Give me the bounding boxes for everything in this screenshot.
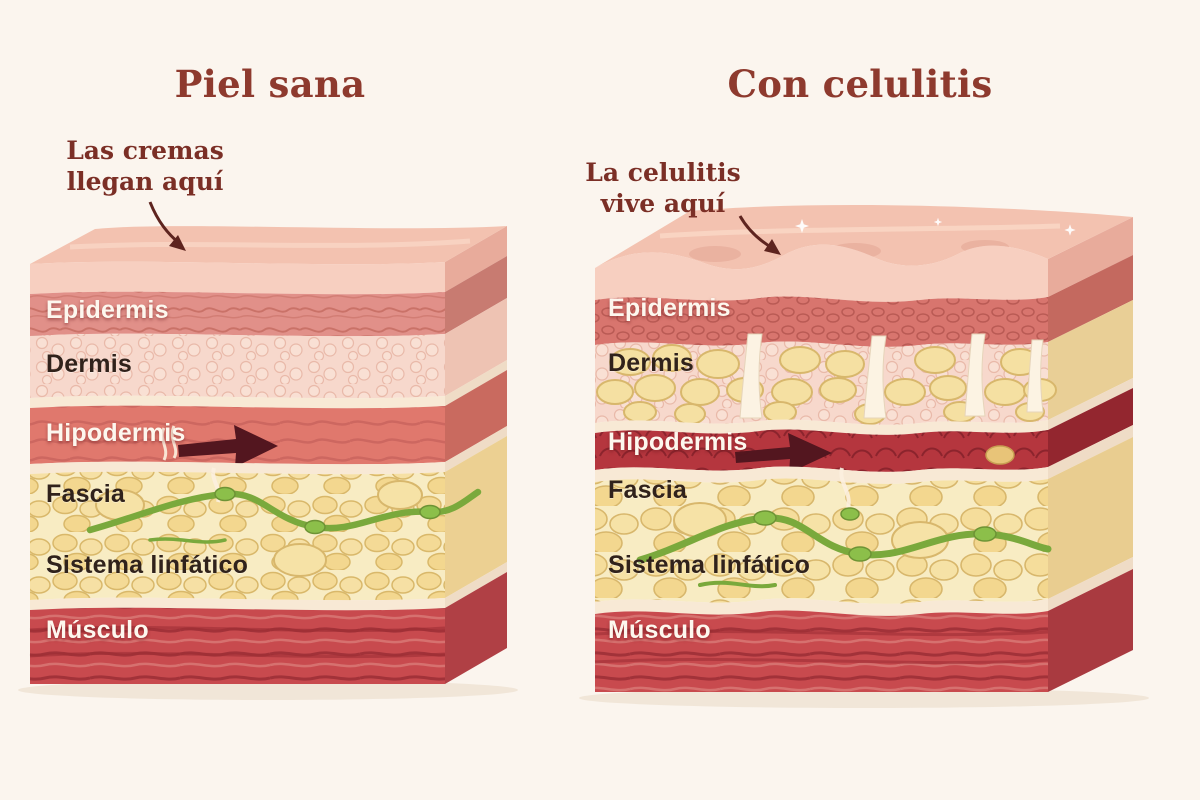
healthy-annotation-pointer-icon — [148, 201, 186, 251]
healthy-muscle-layer — [29, 607, 446, 684]
healthy-layer-label-fascia: Fascia — [46, 480, 126, 508]
healthy-annotation: Las cremas llegan aquí — [45, 136, 245, 197]
cellulite-annotation-pointer-icon — [738, 215, 781, 255]
healthy-upper-epidermis-layer — [30, 261, 445, 295]
cellulite-layer-label-epidermis: Epidermis — [608, 294, 731, 322]
cellulite-upper-epidermis-layer — [595, 244, 1048, 302]
cellulite-layer-label-dermis: Dermis — [608, 349, 694, 377]
healthy-dermis-layer — [30, 333, 445, 399]
healthy-skin-surface — [30, 226, 507, 265]
cellulite-panel-title: Con celulitis — [727, 62, 993, 106]
fibrous-septa — [739, 333, 1044, 419]
healthy-annotation-line2: llegan aquí — [66, 166, 224, 196]
cellulite-depth-arrow-icon — [735, 433, 832, 473]
cellulite-layer-label-sistema-linfatico: Sistema linfático — [608, 551, 811, 579]
cellulite-separator-3 — [595, 598, 1048, 616]
healthy-separator-3 — [30, 597, 445, 611]
cellulite-skin-block — [579, 204, 1149, 708]
healthy-depth-arrow-icon — [178, 425, 278, 467]
healthy-epidermis-layer — [30, 291, 445, 337]
cellulite-layer-label-hipodermis: Hipodermis — [608, 428, 748, 456]
healthy-layer-label-musculo: Músculo — [46, 616, 149, 644]
cellulite-annotation-line1: La celulitis — [585, 158, 741, 187]
healthy-layer-label-hipodermis: Hipodermis — [46, 419, 186, 447]
healthy-hipodermis-layer — [30, 405, 445, 467]
healthy-skin-block — [18, 201, 518, 700]
cellulite-separator-2 — [595, 466, 1048, 484]
sparkle-icon — [795, 217, 1076, 236]
healthy-layer-label-epidermis: Epidermis — [46, 296, 169, 324]
fiber-strand — [839, 467, 851, 509]
cellulite-layer-label-musculo: Músculo — [608, 616, 711, 644]
fiber-strand — [170, 425, 178, 459]
healthy-separator-1 — [30, 395, 445, 409]
healthy-separator-2 — [30, 461, 445, 475]
cellulite-lymphatic-vessels — [636, 507, 1052, 589]
cellulite-annotation-line2: vive aquí — [600, 188, 726, 218]
cellulite-annotation: La celulitis vive aquí — [563, 158, 763, 219]
healthy-lymphatic-vessels — [86, 486, 482, 544]
cellulite-epidermis-layer — [595, 296, 1048, 347]
healthy-fat-layer — [30, 467, 482, 601]
cellulite-muscle-layer — [594, 610, 1049, 692]
healthy-layer-label-sistema-linfatico: Sistema linfático — [46, 551, 249, 579]
fiber-strand — [160, 427, 168, 461]
healthy-side-face — [445, 226, 507, 684]
cellulite-dermis-layer — [595, 333, 1057, 425]
healthy-layer-label-dermis: Dermis — [46, 350, 132, 378]
healthy-block-shadow — [18, 680, 518, 700]
healthy-panel-title: Piel sana — [174, 62, 366, 106]
healthy-annotation-line1: Las cremas — [66, 136, 224, 165]
cellulite-block-shadow — [579, 688, 1149, 708]
cellulite-side-face — [1048, 217, 1133, 692]
cellulite-fat-layer — [595, 467, 1052, 604]
cellulite-layer-label-fascia: Fascia — [608, 476, 688, 504]
cellulite-hipodermis-layer — [595, 429, 1048, 473]
cellulite-separator-1 — [595, 419, 1048, 435]
